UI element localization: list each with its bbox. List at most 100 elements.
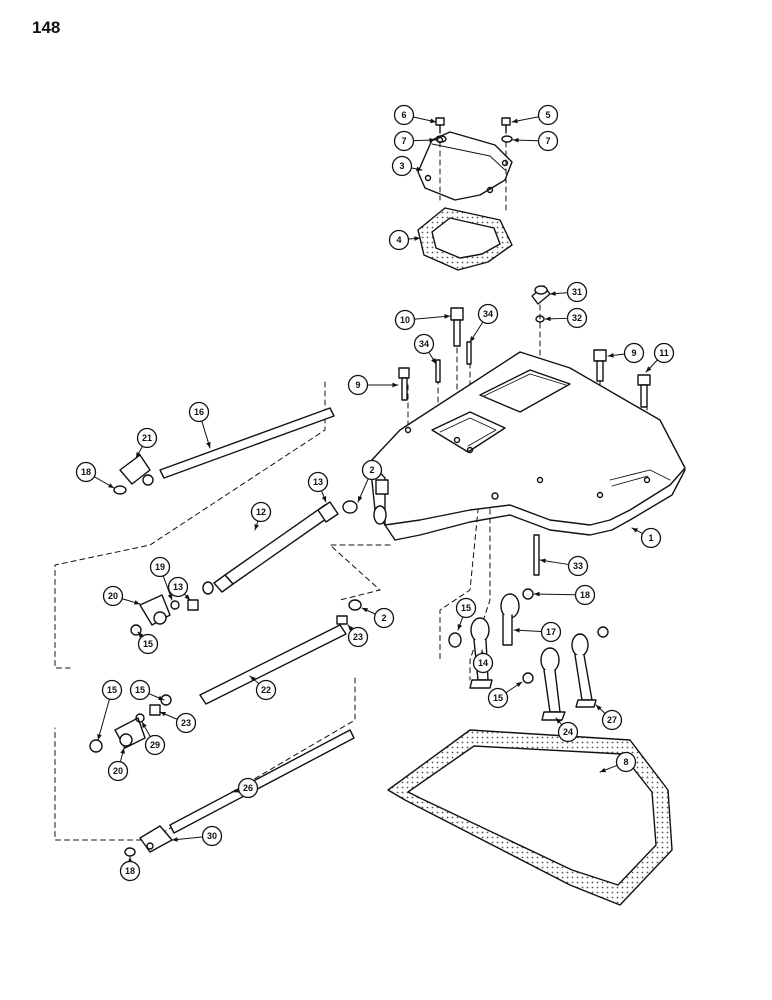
callout-label: 12 [256,507,266,517]
callout-label: 10 [400,315,410,325]
callout-label: 34 [483,309,493,319]
callout-c23b: 23 [159,711,197,734]
callout-label: 31 [572,287,582,297]
leader-arrowhead [429,137,435,143]
callout-label: 13 [313,477,323,487]
bushing-13-lower [187,599,199,611]
callout-circle [394,309,416,331]
callout-c12: 12 [250,501,272,531]
callout-label: 19 [155,562,165,572]
leader-arrowhead [534,591,540,597]
callout-label: 20 [113,766,123,776]
callout-circle [623,342,645,364]
leader-arrowhead [184,594,190,600]
leader-arrowhead [362,608,368,613]
callout-c30: 30 [171,825,223,847]
leader-arrowhead [646,366,652,372]
leader-arrowhead [97,734,102,740]
link-17 [500,593,520,646]
callout-circle [250,501,272,523]
callout-c15d: 15 [129,679,165,701]
callout-label: 8 [623,757,628,767]
callout-circle [391,155,413,177]
leader-arrowhead [457,624,463,630]
callout-c8: 8 [599,751,637,773]
ring-15-b [202,581,214,595]
callout-circle [477,303,499,325]
callout-label: 5 [545,110,550,120]
callout-label: 23 [181,718,191,728]
callout-circle [347,626,369,648]
bushing-23-mid [149,704,161,716]
callout-label: 15 [135,685,145,695]
ring-15-c [89,739,103,753]
leader-arrowhead [138,632,144,638]
link-27 [571,633,597,708]
leader-arrowhead [158,695,164,701]
callout-label: 2 [369,465,374,475]
callout-circle [129,679,151,701]
callout-circle [102,585,124,607]
callout-c32: 32 [544,307,588,329]
callout-label: 3 [399,161,404,171]
leader-arrowhead [392,382,398,388]
leader-arrowhead [600,767,606,773]
ring-19 [170,600,180,610]
callout-c7b: 7 [512,130,559,152]
callout-label: 9 [631,348,636,358]
callout-circle [188,401,210,423]
callout-label: 30 [207,831,217,841]
leader-arrowhead [120,748,125,754]
callout-label: 4 [396,235,401,245]
callout-c18c: 18 [119,856,141,882]
callout-c27: 27 [595,704,623,731]
callout-circle [137,633,159,655]
callout-c23a: 23 [347,624,369,648]
bolt-11 [637,374,651,408]
callout-label: 18 [580,590,590,600]
ring-15-a [130,624,142,636]
leader-arrowhead [632,528,638,533]
main-housing [369,351,686,541]
callout-label: 17 [546,627,556,637]
callout-label: 13 [173,582,183,592]
callout-circle [201,825,223,847]
cover-screw-5 [501,117,511,134]
callout-circle [255,679,277,701]
callout-c26: 26 [233,777,259,799]
leader-arrowhead [540,558,546,564]
bolt-9-right [593,349,607,382]
leader-arrowhead [358,496,363,502]
callout-circle [347,374,369,396]
cover-gasket [417,207,513,271]
leader-arrowhead [416,166,422,172]
bushing-23-lower [336,615,348,625]
leader-arrowhead [514,627,520,633]
washer-2-lower [348,599,362,611]
callout-label: 1 [648,533,653,543]
callout-circle [653,342,675,364]
page-number: 148 [32,18,61,37]
callout-circle [615,751,637,773]
callout-label: 22 [261,685,271,695]
callout-label: 18 [125,866,135,876]
callout-c34a: 34 [413,333,437,365]
cover-plate [417,131,513,201]
callout-c13a: 13 [307,471,329,503]
leader-arrowhead [348,625,354,631]
callout-label: 6 [401,110,406,120]
lever-30 [139,825,173,853]
callout-circle [487,687,509,709]
bolt-10 [450,307,464,347]
callout-c29: 29 [141,721,166,756]
leader-arrowhead [444,314,450,319]
leader-arrowhead [321,496,327,502]
callout-label: 11 [659,348,669,358]
leader-arrowhead [167,594,173,600]
callout-c2a: 2 [357,459,383,503]
shaft-12 [213,504,334,593]
callout-c13b: 13 [167,576,191,601]
callout-label: 20 [108,591,118,601]
leader-arrowhead [254,524,259,530]
callout-label: 33 [573,561,583,571]
